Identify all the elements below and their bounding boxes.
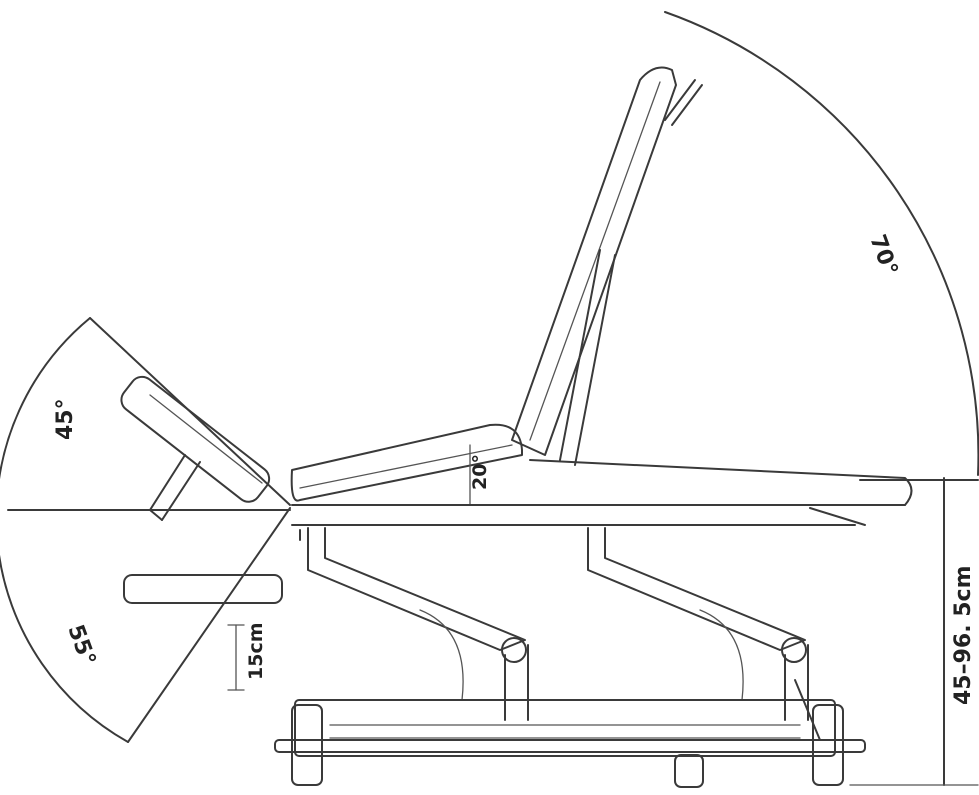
seat-section — [290, 423, 523, 506]
castor-right — [812, 704, 844, 786]
lift-leg-right — [587, 527, 821, 741]
backrest-angle-label: 70° — [864, 232, 902, 280]
head-drop-label: 15cm — [245, 622, 267, 680]
drop-dimension-marker — [227, 624, 245, 691]
backrest-angle-arc — [664, 11, 979, 476]
backrest — [511, 66, 703, 466]
height-range-label: 45–96. 5cm — [951, 565, 976, 705]
base-frame — [274, 699, 866, 757]
seat-angle-label: 20° — [469, 454, 491, 490]
center-wheel — [674, 754, 704, 788]
headrest-up-angle-label: 45° — [53, 398, 78, 440]
headrest-down-angle-label: 55° — [62, 622, 100, 670]
table-frame — [291, 459, 913, 541]
lift-leg-left — [307, 527, 529, 721]
headrest-raised — [120, 375, 271, 521]
headrest-lowered — [123, 574, 283, 604]
castor-left — [291, 704, 323, 786]
